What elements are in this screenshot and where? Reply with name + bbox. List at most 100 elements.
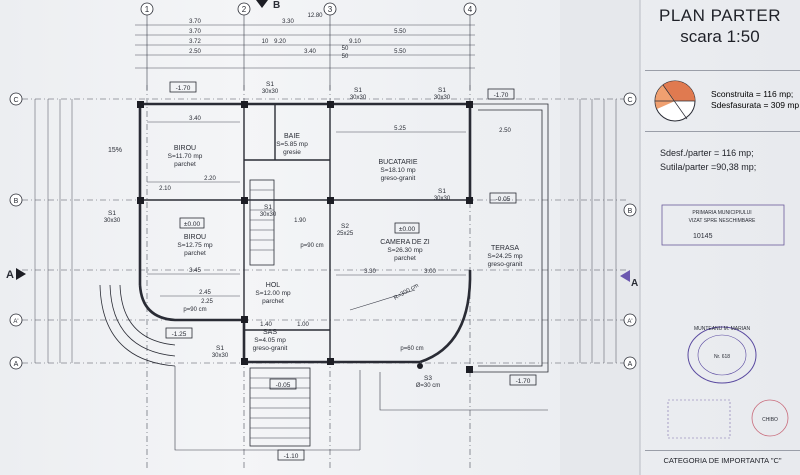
vertical-grid-lines xyxy=(146,85,471,470)
col-size-s1-b: 30x30 xyxy=(350,95,367,101)
category-footer: CATEGORIA DE IMPORTANTA "C" xyxy=(645,450,800,465)
paper-fold xyxy=(560,0,640,475)
stairs xyxy=(99,179,311,447)
section-a-left: A xyxy=(6,269,14,281)
room-hol-name: HOL xyxy=(266,282,281,289)
room-camera-de-zi-floor: parchet xyxy=(394,255,416,262)
dim-top-3: 12.80 xyxy=(307,13,323,19)
col-size-s1-g: 30x30 xyxy=(212,353,229,359)
row-b-right: B xyxy=(628,208,633,215)
inner-dim-12: 1.90 xyxy=(294,218,306,224)
stamp-primaria-number: 10145 xyxy=(693,233,713,240)
radius-label: R=300 cm xyxy=(393,283,420,302)
column-labels: S1 30x30 S1 30x30 S1 30x30 S1 30x30 S1 3… xyxy=(104,81,451,389)
col-size-s3: Ø=30 cm xyxy=(416,383,441,389)
room-hol-area: S=12.00 mp xyxy=(255,290,291,297)
area-pie-icon xyxy=(654,80,696,122)
room-hol-floor: parchet xyxy=(262,298,284,305)
row-a1-left: A' xyxy=(13,319,18,325)
col-size-s1-e: 30x30 xyxy=(260,212,277,218)
col-label-s1-g: S1 xyxy=(216,345,224,352)
section-arrow-left xyxy=(16,268,26,280)
dim-second-1: 3.70 xyxy=(189,29,201,35)
sdesfasurata-text: Sdesfasurata = 309 mp xyxy=(711,100,800,110)
left-axis-bubbles: C B A' A A xyxy=(6,92,26,370)
sconstruita-text: Sconstruita = 116 mp; xyxy=(711,89,794,99)
axis-1-label: 1 xyxy=(145,5,150,14)
dim-top-2: 3.30 xyxy=(282,19,294,25)
level-marker-9: -1.70 xyxy=(494,92,509,99)
dim-third-2: 9.20 xyxy=(274,39,286,45)
radius-line xyxy=(349,289,416,311)
col-label-s1-e: S1 xyxy=(264,204,272,211)
plan-scale: scara 1:50 xyxy=(680,27,760,46)
room-bucatarie-area: S=18.10 mp xyxy=(380,167,416,174)
dim-fourth-2: 50 xyxy=(342,46,349,52)
stamp-primaria-line1: PRIMARIA MUNICIPIULUI xyxy=(692,210,751,216)
inner-dim-11: 1.00 xyxy=(297,322,309,328)
inner-dim-13: 2.50 xyxy=(499,128,511,134)
dim-fourth-1: 2.50 xyxy=(189,49,201,55)
area-summary: Sdesf./parter = 116 mp; Sutila/parter =9… xyxy=(660,148,798,172)
room-terasa-floor: greso-granit xyxy=(488,261,523,268)
col-size-s2: 25x25 xyxy=(337,231,354,237)
right-dimension-chains xyxy=(579,99,617,363)
area-box: Sconstruita = 116 mp; Sdesfasurata = 309… xyxy=(645,70,800,132)
level-marker-8: -1.70 xyxy=(516,378,531,385)
stamp-architect-name: MUNTEANU M. MARIAN xyxy=(694,326,751,332)
site-boundary xyxy=(174,366,548,451)
horizontal-grid-lines xyxy=(22,98,628,364)
slope-label: 15% xyxy=(108,147,122,154)
stamp-architect-code: Nr. 618 xyxy=(714,354,730,360)
room-bucatarie-floor: greso-granit xyxy=(381,175,416,182)
inner-dim-3: 2.10 xyxy=(159,186,171,192)
room-baie-name: BAIE xyxy=(284,133,300,140)
room-baie-area: S=5.85 mp xyxy=(276,141,308,148)
inner-dimensions: 3.40 2.20 2.10 3.45 5.25 3.30 3.00 2.45 … xyxy=(147,116,511,328)
top-axis-bubbles: 1 2 3 4 B xyxy=(140,0,477,16)
stamp-primaria-line2: VIZAT SPRE NESCHIMBARE xyxy=(689,218,756,224)
inner-dim-4: 3.45 xyxy=(189,268,201,274)
left-dimension-chains xyxy=(34,99,73,363)
dim-top-4: 5.50 xyxy=(394,29,406,35)
room-labels: BIROU S=11.70 mp parchet BAIE S=5.85 mp … xyxy=(168,133,523,352)
section-arrow-right xyxy=(620,270,630,282)
room-sas-floor: greso-granit xyxy=(253,345,288,352)
room-birou-1-floor: parchet xyxy=(174,161,196,168)
room-sas-name: SAS xyxy=(263,329,277,336)
dim-fourth-4: 3.40 xyxy=(304,49,316,55)
interior-walls xyxy=(140,104,470,362)
inner-dim-1: 3.40 xyxy=(189,116,201,122)
level-marker-7: -1.10 xyxy=(284,453,299,460)
room-baie-floor: gresie xyxy=(283,149,301,156)
level-marker-1: -1.70 xyxy=(176,85,191,92)
inner-dim-5: 5.25 xyxy=(394,126,406,132)
opening-label-3: p=90 cm xyxy=(300,243,323,249)
inner-dim-6: 3.30 xyxy=(364,269,376,275)
row-a-left: A xyxy=(14,361,19,368)
col-label-s1-c: S1 xyxy=(438,87,446,94)
right-axis-bubbles: C B A' A A xyxy=(620,92,638,370)
dim-fourth-5: 50 xyxy=(342,54,349,60)
inner-dim-9: 2.25 xyxy=(201,299,213,305)
room-bucatarie-name: BUCATARIE xyxy=(378,159,417,166)
section-a-right: A xyxy=(631,278,638,289)
room-birou-2-area: S=12.75 mp xyxy=(177,242,213,249)
col-size-s1-d: 30x30 xyxy=(104,218,121,224)
room-terasa-name: TERASA xyxy=(491,245,519,252)
stamp-primaria: PRIMARIA MUNICIPIULUI VIZAT SPRE NESCHIM… xyxy=(661,204,785,246)
opening-label-2: p=60 cm xyxy=(400,346,423,352)
level-marker-6: -0.05 xyxy=(276,382,291,389)
room-camera-de-zi-name: CAMERA DE ZI xyxy=(380,239,429,246)
room-birou-1-area: S=11.70 mp xyxy=(168,153,203,160)
sdesf-parter-text: Sdesf./parter = 116 mp; xyxy=(660,148,754,158)
title-block: PLAN PARTER scara 1:50 xyxy=(645,6,795,47)
axis-4-label: 4 xyxy=(468,5,473,14)
row-a1-right: A' xyxy=(627,319,632,325)
room-birou-1-name: BIROU xyxy=(174,145,196,152)
row-c-right: C xyxy=(627,97,632,104)
row-c-left: C xyxy=(13,97,18,104)
inner-dim-7: 3.00 xyxy=(424,269,436,275)
col-size-s1-f: 30x30 xyxy=(434,196,451,202)
